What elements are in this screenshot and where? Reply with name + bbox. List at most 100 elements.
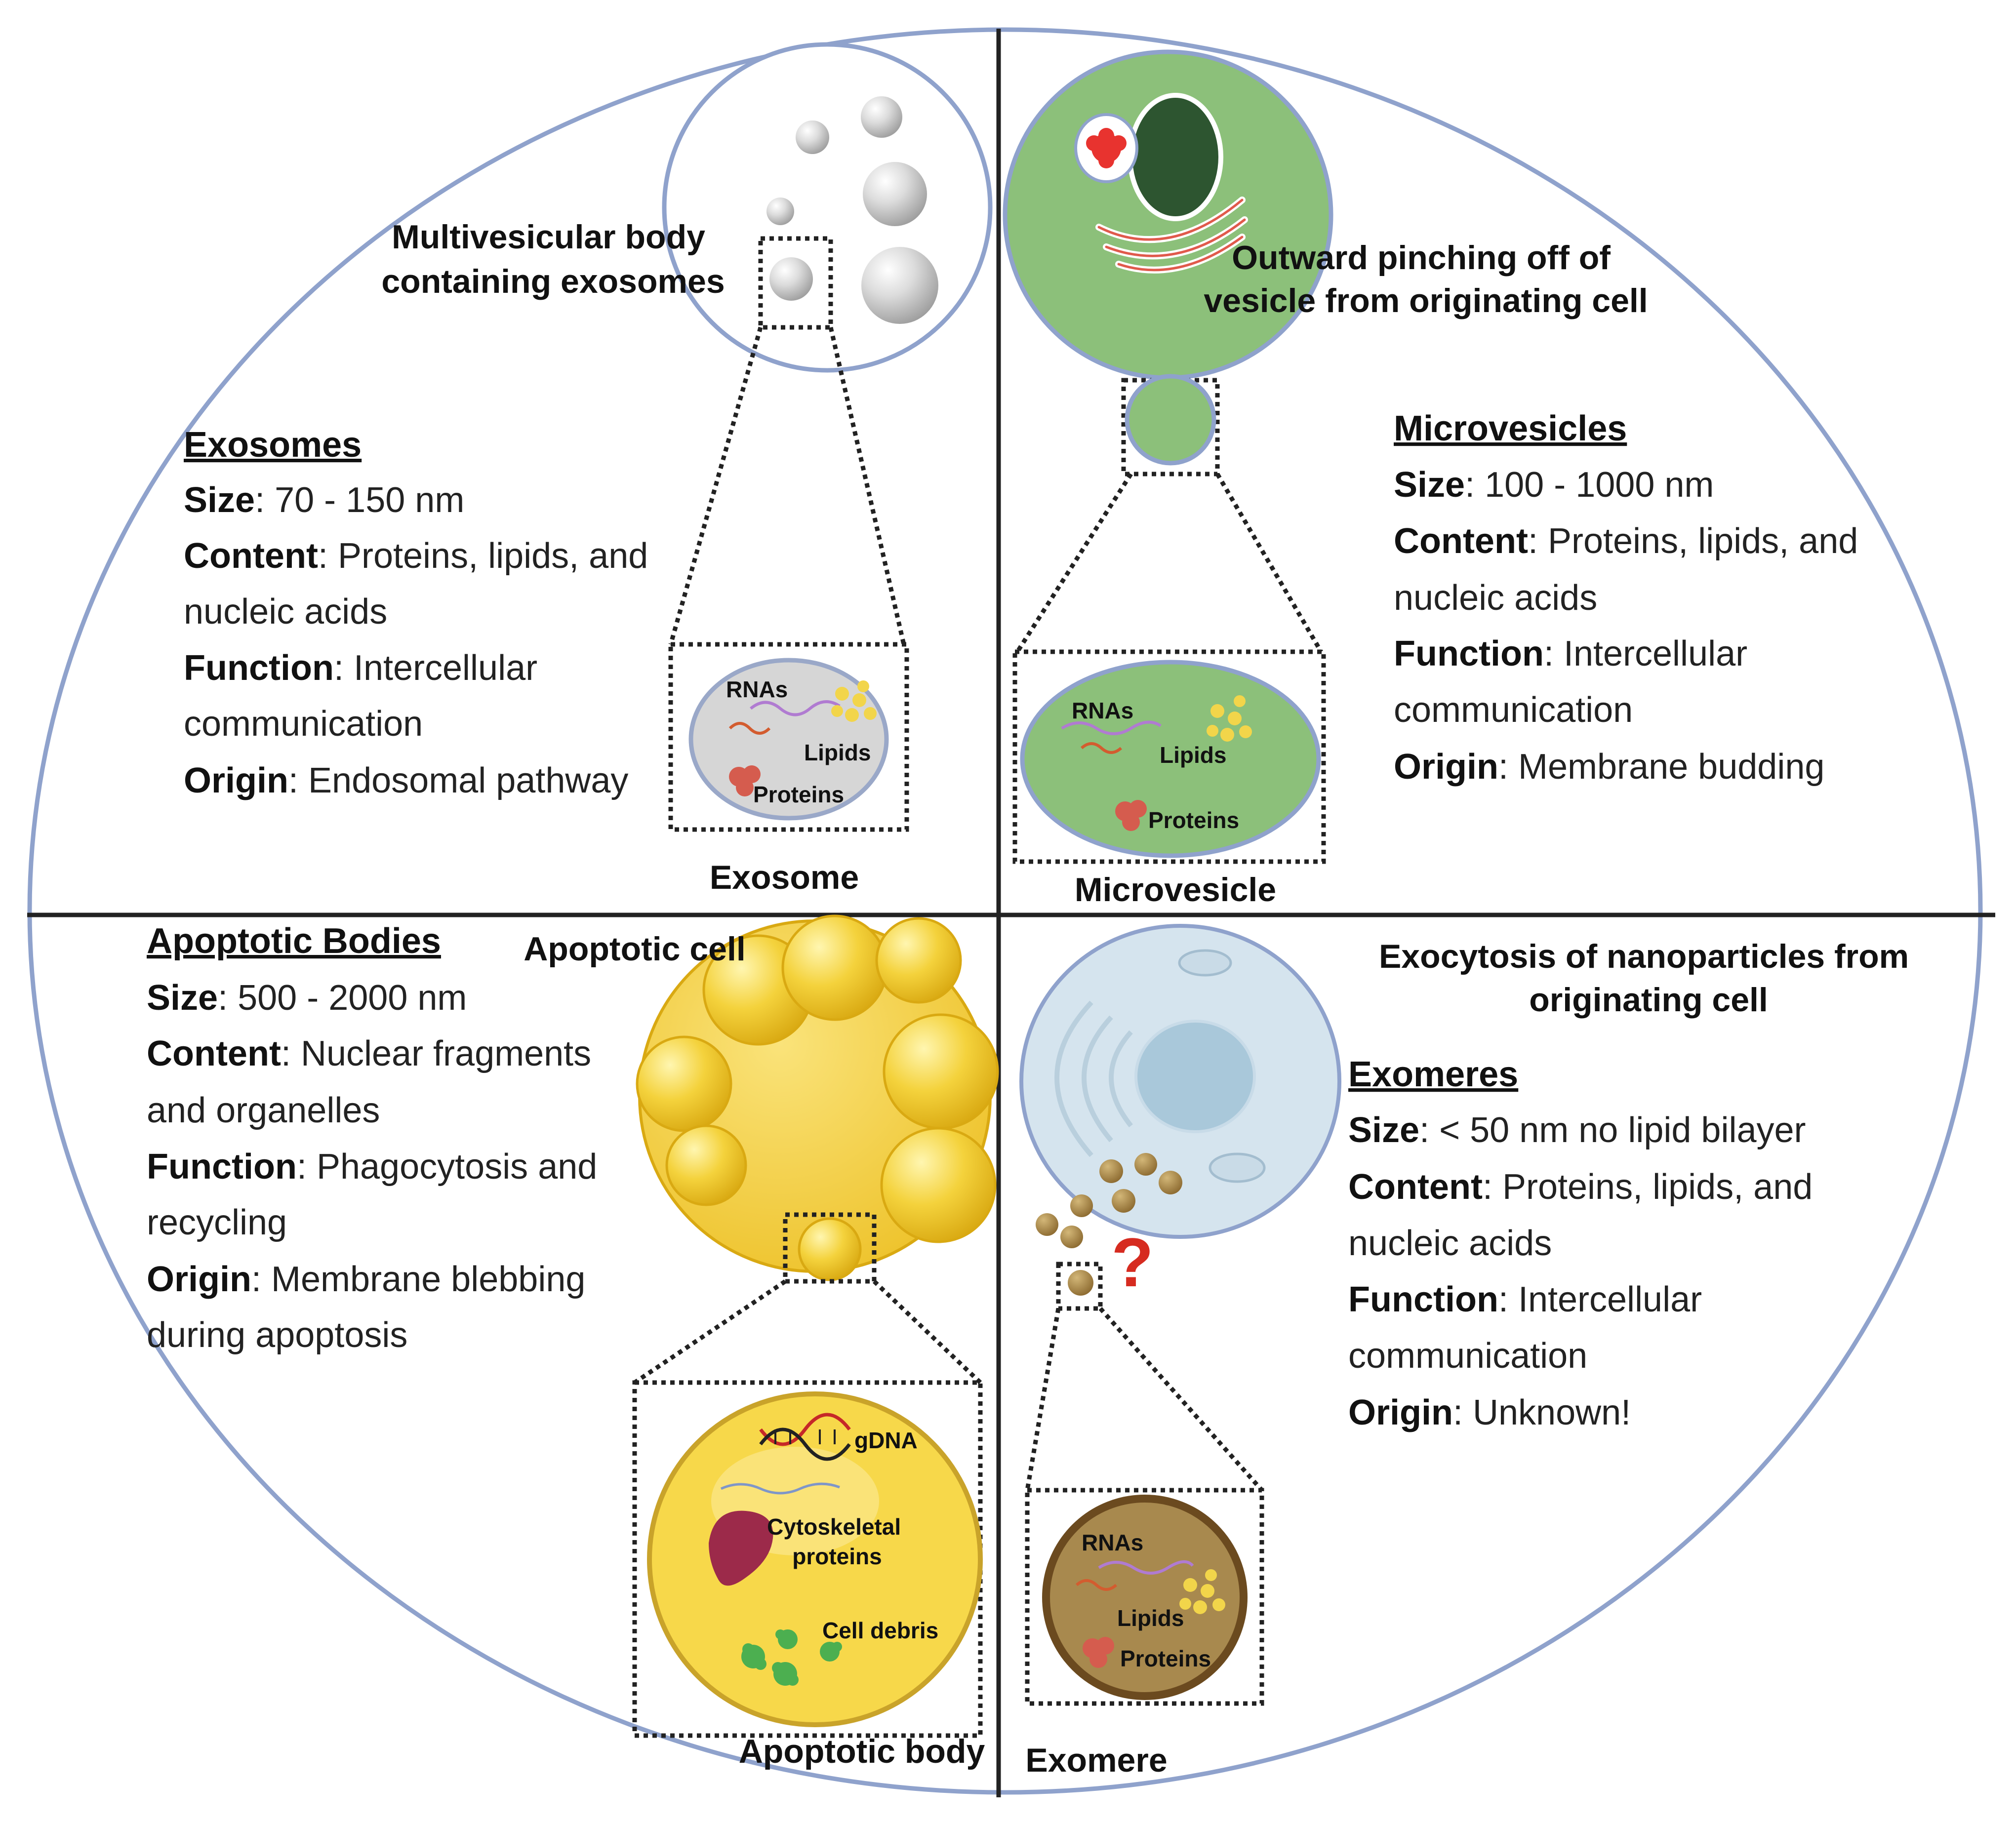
info-size: Size: 500 - 2000 nm <box>147 978 467 1018</box>
rna-strand <box>1098 1560 1194 1575</box>
protein-icon <box>1083 1637 1114 1668</box>
zoom-box-large <box>632 1380 983 1738</box>
exomere-particles <box>1036 1153 1182 1296</box>
info-content: Content: Nuclear fragments <box>147 1034 591 1073</box>
info-size: Size: 100 - 1000 nm <box>1394 465 1714 505</box>
budding-vesicle <box>1125 374 1216 466</box>
info-function: Function: Intercellular <box>1348 1280 1702 1319</box>
rna-strand-red <box>728 722 771 735</box>
cargo-debris-label: Cell debris <box>822 1618 938 1643</box>
info-function: Function: Intercellular <box>1394 634 1747 673</box>
info-origin: Origin: Membrane blebbing <box>147 1260 585 1299</box>
rna-strand-red <box>1075 1579 1118 1591</box>
info-content: Content: Proteins, lipids, and <box>1394 521 1858 561</box>
exomere-label: Exomere <box>1025 1742 1167 1779</box>
nucleus <box>1128 93 1223 221</box>
info-content-cont: nucleic acids <box>1348 1224 1552 1263</box>
exosome-sphere <box>863 162 927 226</box>
exosome-sphere <box>766 198 794 225</box>
mitochondria-icon <box>1178 949 1266 1183</box>
cell-nucleus <box>1134 1020 1256 1133</box>
info-heading: Apoptotic Bodies <box>147 921 441 961</box>
info-size: Size: < 50 nm no lipid bilayer <box>1348 1110 1806 1150</box>
microvesicle-info: Microvesicles Size: 100 - 1000 nm Conten… <box>1394 409 1858 787</box>
info-origin: Origin: Membrane budding <box>1394 747 1824 787</box>
zoom-box-small <box>1056 1262 1103 1311</box>
exosome-label: Exosome <box>710 859 859 896</box>
info-function: Function: Phagocytosis and <box>147 1147 597 1187</box>
info-function-cont: communication <box>1348 1336 1587 1376</box>
dna-helix-icon <box>759 1413 851 1461</box>
info-function: Function: Intercellular <box>184 648 537 688</box>
exosome-sphere <box>769 257 813 301</box>
cargo-gdna-label: gDNA <box>854 1427 918 1453</box>
info-size: Size: 70 - 150 nm <box>184 480 464 520</box>
zoom-box-large <box>1025 1488 1264 1706</box>
cargo-lipids-label: Lipids <box>1117 1605 1184 1631</box>
exosome-info: Exosomes Size: 70 - 150 nm Content: Prot… <box>184 425 648 800</box>
red-organelle <box>1086 128 1127 168</box>
zoom-box-small <box>783 1212 877 1284</box>
exosome-sphere <box>861 96 902 138</box>
cytoskeletal-protein-shape <box>709 1510 773 1586</box>
info-origin: Origin: Endosomal pathway <box>184 761 628 800</box>
endoplasmic-reticulum <box>1054 1000 1133 1157</box>
info-content: Content: Proteins, lipids, and <box>1348 1167 1813 1207</box>
info-function-cont: communication <box>184 704 423 744</box>
originating-cell-label: Outward pinching off of vesicle from ori… <box>1204 239 1648 319</box>
info-function-cont: communication <box>1394 690 1633 730</box>
info-content: Content: Proteins, lipids, and <box>184 536 648 576</box>
exosome-quadrant: RNAs Lipids Proteins Multivesicular body… <box>184 42 993 896</box>
info-origin: Origin: Unknown! <box>1348 1393 1631 1432</box>
exosome-sphere <box>796 120 829 154</box>
cargo-lipids-label: Lipids <box>804 740 871 765</box>
golgi-apparatus-inner <box>1097 198 1246 272</box>
cargo-proteins-label: Proteins <box>753 782 844 807</box>
rna-strand-red <box>1080 742 1123 754</box>
zoom-line <box>828 326 906 645</box>
zoom-line <box>1025 1308 1061 1491</box>
zoom-line <box>633 1279 787 1385</box>
rna-strand <box>1061 720 1162 735</box>
info-heading: Exomeres <box>1348 1055 1518 1094</box>
cargo-rnas-label: RNAs <box>1082 1530 1143 1555</box>
microvesicle-label: Microvesicle <box>1075 871 1276 909</box>
exomere-info: Exomeres Size: < 50 nm no lipid bilayer … <box>1348 1055 1813 1432</box>
info-content-cont: nucleic acids <box>1394 578 1597 618</box>
zoom-box-large <box>668 642 909 832</box>
cargo-cytoskeletal-label: Cytoskeletal proteins <box>767 1514 907 1569</box>
info-heading: Exosomes <box>184 425 362 465</box>
cargo-rnas-label: RNAs <box>1072 698 1133 723</box>
info-function-cont: recycling <box>147 1203 287 1242</box>
info-content-cont: nucleic acids <box>184 592 387 632</box>
cargo-proteins-label: Proteins <box>1120 1646 1211 1671</box>
membrane-blebs <box>636 914 999 1281</box>
cargo-proteins-label: Proteins <box>1148 807 1239 833</box>
cargo-rnas-label: RNAs <box>726 676 788 702</box>
exocytosis-label: Exocytosis of nanoparticles from origina… <box>1379 938 1918 1019</box>
protein-icon <box>729 765 761 796</box>
apoptotic-info: Apoptotic Bodies Size: 500 - 2000 nm Con… <box>147 921 597 1355</box>
zoom-line <box>668 326 763 645</box>
zoom-line <box>872 1279 982 1385</box>
apoptotic-body-label: Apoptotic body <box>739 1733 985 1770</box>
exosome-sphere <box>861 247 938 324</box>
lipid-cluster <box>1179 1569 1225 1614</box>
microvesicle-quadrant: RNAs Lipids Proteins Outward pinching of… <box>1003 49 1858 909</box>
lipid-cluster <box>831 680 877 722</box>
apoptotic-quadrant: gDNA Cytoskeletal proteins Cell debris A… <box>147 914 999 1770</box>
outer-circle <box>27 27 1983 1795</box>
rna-strand <box>750 700 841 716</box>
multivesicular-body <box>662 42 993 373</box>
microvesicle-vesicle <box>1020 660 1321 858</box>
zoom-line <box>1098 1307 1264 1492</box>
apoptotic-cell-label: Apoptotic cell <box>524 930 746 968</box>
zoom-box-large <box>1012 649 1326 864</box>
question-mark: ? <box>1111 1224 1154 1301</box>
zoom-line <box>1215 473 1323 653</box>
cell-debris-clusters <box>741 1629 842 1686</box>
protein-icon <box>1115 800 1147 831</box>
lipid-cluster <box>1207 695 1252 742</box>
